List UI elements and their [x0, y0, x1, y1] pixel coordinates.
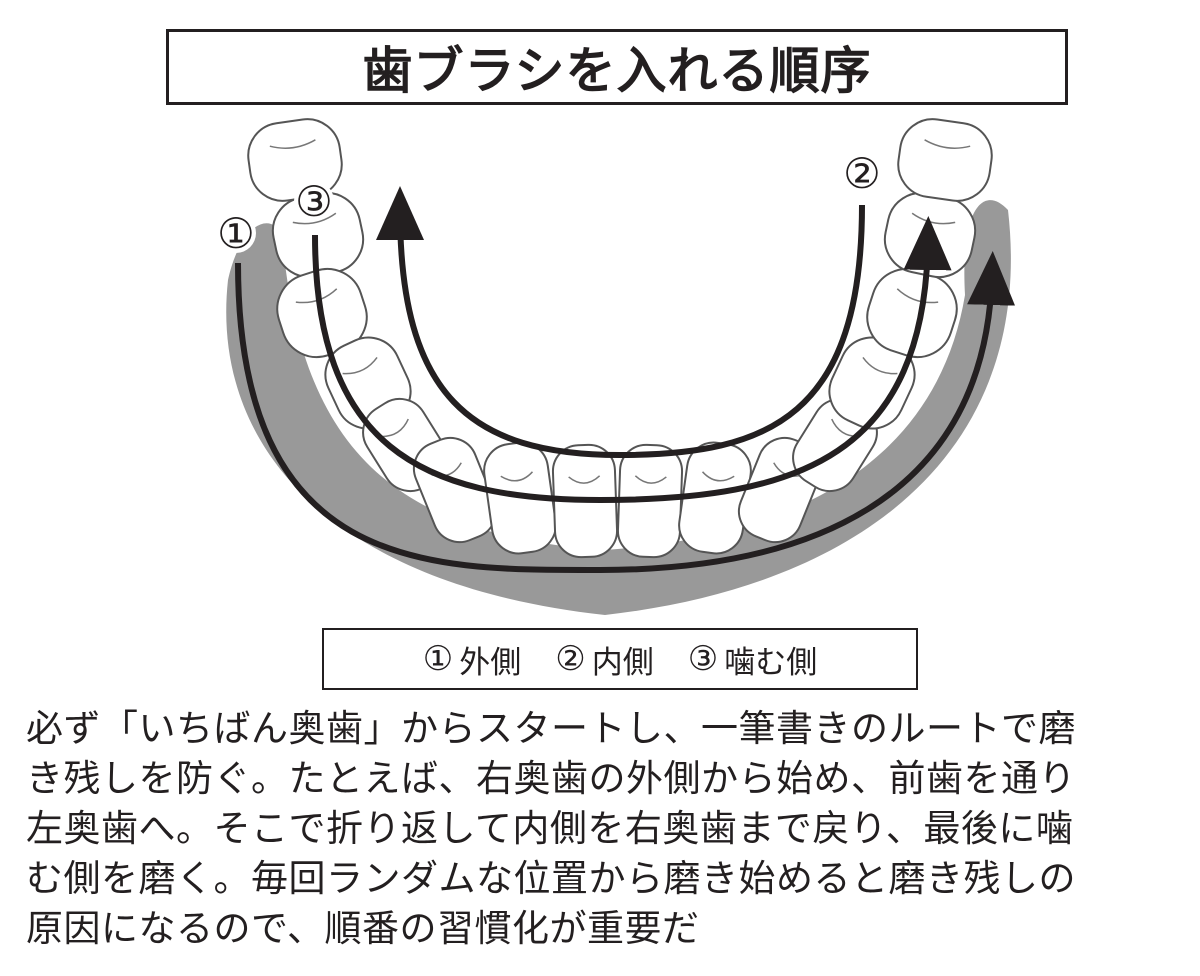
route-inner-path — [376, 186, 865, 459]
label-outer: ① — [216, 209, 256, 258]
caption-line: む側を磨く。毎回ランダムな位置から磨き始めると磨き残しの — [26, 857, 1076, 900]
label-inner: ② — [842, 149, 882, 198]
tooth-crease — [634, 475, 667, 484]
caption-line: 原因になるので、順番の習慣化が重要だ — [26, 907, 700, 950]
legend-box: ① 外側 ② 内側 ③ 噛む側 — [322, 628, 918, 690]
tooth — [897, 118, 993, 202]
svg-text:①: ① — [217, 209, 255, 258]
tooth-crease — [924, 139, 971, 149]
legend-item-outer: ① 外側 — [423, 637, 521, 682]
route-chewing-path — [312, 216, 952, 504]
legend-label: 噛む側 — [724, 644, 818, 681]
tooth-crease — [292, 212, 337, 225]
caption-line: 左奥歯へ。そこで折り返して内側を右奥歯まで戻り、最後に噛 — [26, 807, 1074, 850]
legend-num: ② — [555, 639, 586, 679]
tooth-crease — [500, 471, 534, 482]
tooth-crease — [342, 356, 378, 375]
svg-text:②: ② — [843, 149, 881, 198]
legend-num: ① — [422, 639, 454, 679]
tooth-crease — [896, 288, 939, 304]
gum — [226, 200, 1011, 615]
diagram-title: 歯ブラシを入れる順序 — [362, 42, 872, 100]
legend-num: ③ — [687, 639, 719, 679]
teeth-diagram: ① ② ③ — [216, 118, 1016, 615]
caption-line: 必ず「いちばん奥歯」からスタートし、一筆書きのルートで磨 — [26, 707, 1076, 750]
label-chewing: ③ — [294, 177, 334, 226]
legend-label: 外側 — [459, 644, 522, 681]
route-outer-path — [235, 251, 1016, 574]
tooth-crease — [701, 471, 735, 482]
legend-item-chewing: ③ 噛む側 — [688, 637, 817, 682]
tooth-crease — [862, 356, 898, 375]
legend-item-inner: ② 内側 — [555, 637, 653, 682]
caption-line: き残しを防ぐ。たとえば、右奥歯の外側から始め、前歯を通り — [26, 757, 1076, 800]
tooth-crease — [269, 139, 316, 149]
caption: 必ず「いちばん奥歯」からスタートし、一筆書きのルートで磨 き残しを防ぐ。たとえば… — [26, 704, 1186, 954]
legend-label: 内側 — [591, 644, 654, 681]
tooth-crease — [568, 475, 601, 484]
title-box: 歯ブラシを入れる順序 — [166, 29, 1068, 105]
tooth-crease — [380, 418, 409, 438]
svg-text:③: ③ — [295, 177, 333, 226]
